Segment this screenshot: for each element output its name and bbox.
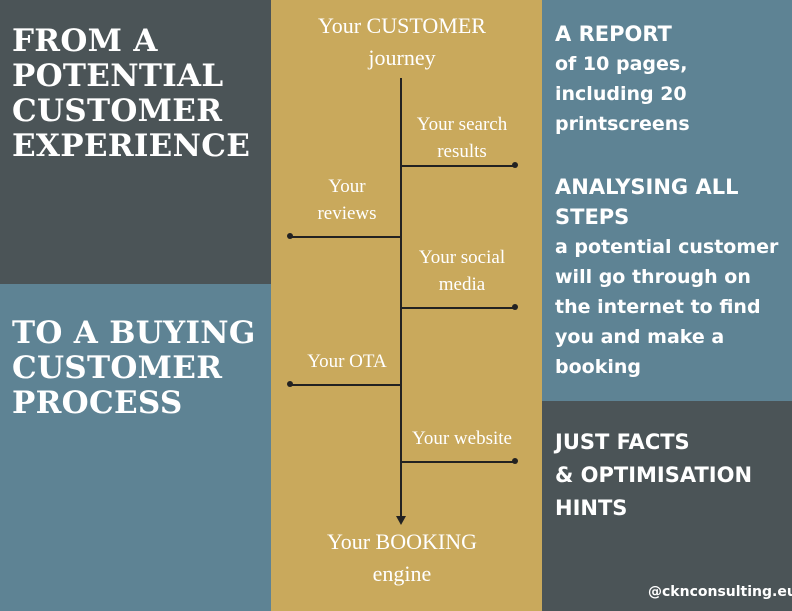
- report-block: A REPORT of 10 pages, including 20 print…: [555, 19, 690, 139]
- timeline-dot: [512, 304, 518, 310]
- timeline-dot: [512, 162, 518, 168]
- facts-line: JUST FACTS: [555, 430, 690, 454]
- analysing-line: the internet to find: [555, 296, 761, 318]
- journey-start: Your CUSTOMER journey: [301, 10, 503, 74]
- analysing-line: a potential customer: [555, 236, 779, 258]
- report-line: of 10 pages,: [555, 53, 688, 75]
- right-top-panel: [542, 0, 792, 401]
- report-line: printscreens: [555, 113, 690, 135]
- journey-panel: [271, 0, 542, 611]
- timeline-branch: [290, 384, 401, 386]
- timeline-branch: [401, 307, 514, 309]
- analysing-line: you and make a: [555, 326, 725, 348]
- timeline-branch: [401, 165, 514, 167]
- timeline-dot: [287, 233, 293, 239]
- facts-line: HINTS: [555, 496, 628, 520]
- left-top-panel: [0, 0, 271, 284]
- analysing-block: ANALYSING ALL STEPS a potential customer…: [555, 172, 778, 382]
- step-label: media: [438, 274, 486, 295]
- step-label: reviews: [317, 203, 377, 224]
- facts-line: & OPTIMISATION: [555, 463, 753, 487]
- step-label: Your: [328, 176, 366, 197]
- step-search-results: Your search results: [405, 111, 519, 165]
- heading-from-potential: FROM A POTENTIAL CUSTOMER EXPERIENCE: [12, 24, 250, 164]
- analysing-line: will go through on: [555, 266, 751, 288]
- step-label: Your website: [412, 428, 512, 449]
- step-label: Your OTA: [307, 351, 387, 372]
- step-label: Your social: [418, 247, 506, 268]
- journey-end-line: Your BOOKING: [327, 529, 477, 554]
- timeline-branch: [290, 236, 401, 238]
- step-ota: Your OTA: [297, 348, 397, 375]
- journey-start-line: Your CUSTOMER: [318, 13, 486, 38]
- step-website: Your website: [403, 425, 521, 452]
- heading-line: TO A BUYING: [12, 315, 256, 351]
- heading-line: PROCESS: [12, 385, 183, 421]
- analysing-title: STEPS: [555, 205, 630, 229]
- right-bottom-panel: [542, 401, 792, 611]
- step-reviews: Your reviews: [298, 173, 396, 227]
- step-label: results: [437, 141, 487, 162]
- heading-line: EXPERIENCE: [12, 128, 251, 164]
- journey-end-line: engine: [372, 561, 432, 586]
- analysing-title: ANALYSING ALL: [555, 175, 739, 199]
- timeline-line: [400, 78, 402, 518]
- journey-end: Your BOOKING engine: [306, 526, 498, 590]
- step-label: Your search: [416, 114, 508, 135]
- heading-to-buying: TO A BUYING CUSTOMER PROCESS: [12, 316, 256, 421]
- report-title: A REPORT: [555, 22, 672, 46]
- heading-line: CUSTOMER: [12, 93, 223, 129]
- timeline-arrow-icon: [396, 516, 406, 525]
- facts-block: JUST FACTS & OPTIMISATION HINTS: [555, 426, 752, 525]
- report-line: including 20: [555, 83, 687, 105]
- timeline-dot: [512, 458, 518, 464]
- step-social-media: Your social media: [405, 244, 519, 298]
- heading-line: POTENTIAL: [12, 58, 224, 94]
- journey-start-line: journey: [368, 45, 436, 70]
- timeline-dot: [287, 381, 293, 387]
- analysing-line: booking: [555, 356, 641, 378]
- heading-line: CUSTOMER: [12, 350, 223, 386]
- social-handle: @cknconsulting.eu: [648, 584, 792, 600]
- timeline-branch: [401, 461, 514, 463]
- heading-line: FROM A: [12, 23, 158, 59]
- left-bottom-panel: [0, 284, 271, 611]
